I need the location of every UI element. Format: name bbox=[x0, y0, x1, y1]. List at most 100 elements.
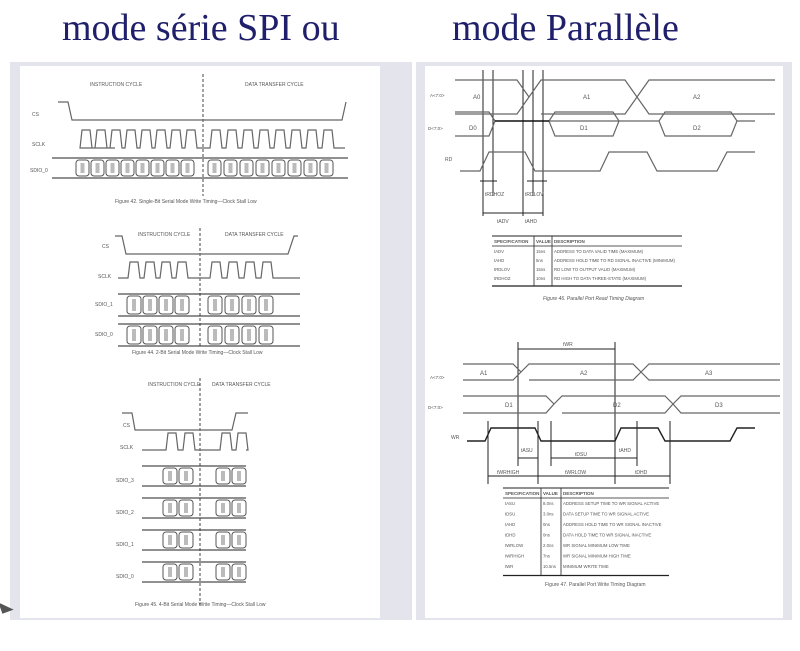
bus-value: A3 bbox=[705, 371, 713, 377]
signal-label-sclk: SCLK bbox=[32, 142, 46, 148]
table-cell: 8.0ns bbox=[543, 501, 554, 506]
signal-label-cs: CS bbox=[102, 244, 110, 250]
table-cell: 15ns bbox=[536, 249, 545, 254]
bus-value-a2: A2 bbox=[693, 95, 701, 101]
clock-line bbox=[142, 432, 249, 451]
table-cell: MINIMUM WRITE TIME bbox=[563, 564, 609, 569]
table-header: DESCRIPTION bbox=[563, 491, 594, 496]
bit-cell-label bbox=[221, 503, 225, 513]
table-cell: RD LOW TO OUTPUT VALID (MAXIMUM) bbox=[554, 267, 636, 272]
signal-label-sdio3: SDIO_3 bbox=[116, 478, 134, 484]
bus-value: A2 bbox=[580, 371, 588, 377]
signal-label-data: D<7:0> bbox=[428, 126, 443, 131]
table-cell: ADDRESS SETUP TIME TO WR SIGNAL ACTIVE bbox=[563, 501, 659, 506]
table-cell: tRDLOV bbox=[494, 267, 510, 272]
table-cell: 10ns bbox=[536, 276, 545, 281]
clock-line bbox=[118, 261, 300, 279]
signal-label-wr: WR bbox=[451, 435, 460, 441]
bit-cell-label bbox=[168, 567, 172, 577]
sdio2-bus bbox=[142, 497, 247, 519]
signal-label-sdio2: SDIO_2 bbox=[116, 510, 134, 516]
figure-caption: Figure 47. Parallel Port Write Timing Di… bbox=[545, 582, 646, 588]
sdio3-bus bbox=[142, 465, 247, 487]
table-cell: ADDRESS TO DATA VALID TIME (MAXIMUM) bbox=[554, 249, 644, 254]
table-cell: tWRLOW bbox=[505, 543, 524, 548]
sdio0-bus bbox=[142, 561, 247, 583]
bit-cell-label bbox=[230, 329, 234, 341]
bit-cell-label bbox=[308, 163, 313, 173]
signal-label-sdio0: SDIO_0 bbox=[95, 332, 113, 338]
bit-cell-label bbox=[110, 163, 115, 173]
sclk-waveform bbox=[142, 432, 249, 451]
bus-value-a0: A0 bbox=[473, 95, 481, 101]
bit-cell-label bbox=[221, 535, 225, 545]
spi-2-bit-diagram: INSTRUCTION CYCLE DATA TRANSFER CYCLE CS… bbox=[95, 228, 300, 356]
bit-cell-label bbox=[247, 299, 251, 311]
instruction-cycle-label: INSTRUCTION CYCLE bbox=[138, 232, 191, 238]
table-header: VALUE bbox=[536, 239, 551, 244]
data-transfer-cycle-label: DATA TRANSFER CYCLE bbox=[212, 382, 271, 388]
cs-waveform bbox=[122, 412, 248, 431]
bit-cell-label bbox=[184, 567, 188, 577]
signal-label-sdio0: SDIO_0 bbox=[116, 574, 134, 580]
clock-line bbox=[79, 129, 345, 149]
timing-label: tAHD bbox=[619, 448, 631, 454]
table-cell: DATA SETUP TIME TO WR SIGNAL ACTIVE bbox=[563, 512, 649, 517]
wr-waveform bbox=[467, 427, 755, 442]
timing-label: tWRHIGH bbox=[497, 470, 520, 476]
table-cell: ADDRESS HOLD TIME TO WR SIGNAL INACTIVE bbox=[563, 522, 662, 527]
bit-cell-label bbox=[213, 299, 217, 311]
bit-cell-label bbox=[168, 535, 172, 545]
bit-cell-label bbox=[221, 471, 225, 481]
bit-cell-label bbox=[140, 163, 145, 173]
table-cell: tASU bbox=[505, 501, 515, 506]
bus-value: D2 bbox=[613, 403, 621, 409]
spi-timing-svg: INSTRUCTION CYCLE DATA TRANSFER CYCLE CS… bbox=[30, 74, 348, 608]
table-cell: 5ns bbox=[536, 258, 543, 263]
bit-cell-label bbox=[228, 163, 233, 173]
bit-cell-label bbox=[213, 329, 217, 341]
data-bus-waveform bbox=[455, 111, 755, 137]
bit-cell-label bbox=[170, 163, 175, 173]
table-cell: RD HIGH TO DATA THREE-STATE (MAXIMUM) bbox=[554, 276, 647, 281]
figure-caption: Figure 44. 2-Bit Serial Mode Write Timin… bbox=[132, 350, 263, 356]
bus-value: D3 bbox=[715, 403, 723, 409]
bit-cell-label bbox=[148, 299, 152, 311]
bus-value-d1: D1 bbox=[580, 126, 588, 132]
table-cell: tDHD bbox=[505, 533, 516, 538]
bit-cell-label bbox=[185, 163, 190, 173]
table-cell: tAHD bbox=[494, 258, 504, 263]
sdio1-bus bbox=[142, 529, 247, 551]
table-cell: tDSU bbox=[505, 512, 515, 517]
bus-value-a1: A1 bbox=[583, 95, 591, 101]
sdio0-bus bbox=[52, 157, 348, 179]
spi-4-bit-diagram: INSTRUCTION CYCLE DATA TRANSFER CYCLE CS… bbox=[116, 378, 271, 608]
cs-waveform bbox=[115, 235, 298, 255]
table-cell: 7ns bbox=[543, 554, 550, 559]
bit-cell-label bbox=[276, 163, 281, 173]
table-cell: 15ns bbox=[536, 267, 545, 272]
signal-label-cs: CS bbox=[123, 423, 131, 429]
table-cell: 0ns bbox=[543, 522, 550, 527]
bit-cell-label bbox=[132, 299, 136, 311]
bit-cell-label bbox=[221, 567, 225, 577]
table-cell: tWR bbox=[505, 564, 513, 569]
bit-cell-label bbox=[164, 329, 168, 341]
bit-cell-label bbox=[148, 329, 152, 341]
table-cell: WR SIGNAL MINIMUM HIGH TIME bbox=[563, 554, 631, 559]
bit-cell-label bbox=[324, 163, 329, 173]
bit-cell-label bbox=[247, 329, 251, 341]
bit-cell-label bbox=[237, 567, 241, 577]
timing-label: tDSU bbox=[575, 452, 587, 458]
table-cell: 0ns bbox=[543, 533, 550, 538]
bit-cell-label bbox=[125, 163, 130, 173]
sdio1-bus bbox=[118, 293, 300, 317]
signal-label-sdio1: SDIO_1 bbox=[116, 542, 134, 548]
spi-single-bit-diagram: INSTRUCTION CYCLE DATA TRANSFER CYCLE CS… bbox=[30, 74, 348, 205]
timing-label: tADV bbox=[497, 219, 509, 225]
bit-cell-label bbox=[155, 163, 160, 173]
instruction-cycle-label: INSTRUCTION CYCLE bbox=[90, 82, 143, 88]
parallel-read-diagram: A<7:0> A0 A1 A2 D<7:0> D0 D1 D2 RD tRDHO… bbox=[428, 70, 775, 302]
